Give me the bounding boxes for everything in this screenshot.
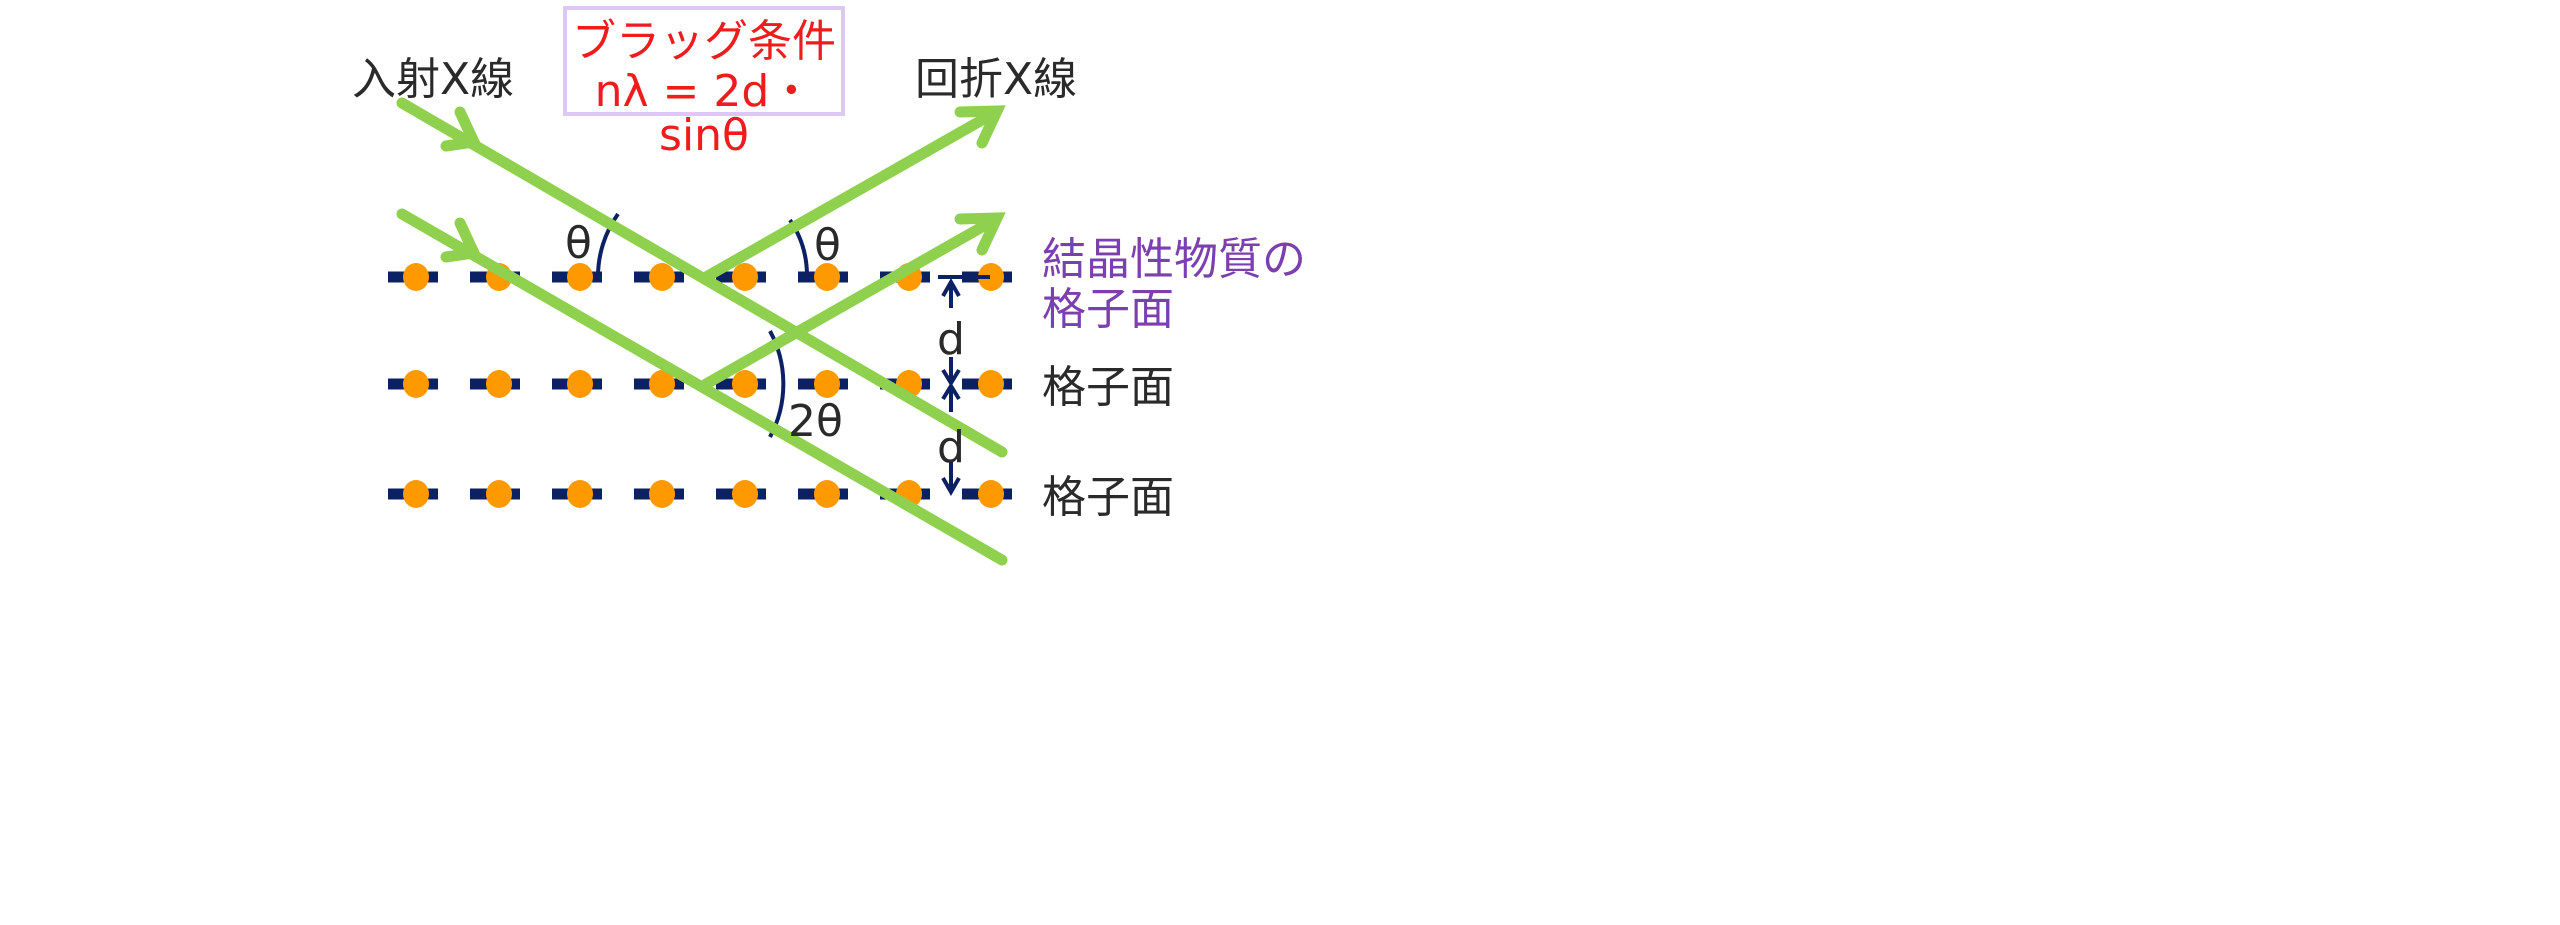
atom	[486, 480, 512, 508]
atom	[567, 370, 593, 398]
atom	[978, 263, 1004, 291]
atom	[649, 370, 675, 398]
atom	[978, 370, 1004, 398]
atom	[732, 480, 758, 508]
crystal-plane-label-2: 格子面	[1042, 284, 1174, 335]
atom	[403, 263, 429, 291]
atom	[649, 263, 675, 291]
atom	[567, 263, 593, 291]
diffracted-ray-1	[700, 106, 1002, 283]
atom	[732, 263, 758, 291]
bragg-heading: ブラッグ条件	[572, 16, 836, 67]
bragg-formula: nλ = 2d・sinθ	[594, 66, 814, 161]
plane-label-2: 格子面	[1042, 362, 1174, 413]
crystal-plane-label-1: 結晶性物質の	[1042, 234, 1306, 285]
theta-right-label: θ	[814, 220, 841, 271]
atom	[403, 370, 429, 398]
incident-arrow-2	[440, 217, 483, 263]
incident-arrow-1	[440, 106, 483, 152]
atom	[732, 370, 758, 398]
x-rays	[396, 97, 1008, 566]
diffracted-label: 回折X線	[915, 54, 1078, 105]
two-theta-label: 2θ	[788, 396, 843, 447]
atom	[814, 263, 840, 291]
atom	[814, 370, 840, 398]
plane-label-3: 格子面	[1042, 472, 1174, 523]
d-lower-label: d	[937, 422, 965, 473]
diffracted-arrow-1	[954, 105, 1006, 149]
atom	[978, 480, 1004, 508]
d-spacing-arrows	[938, 275, 990, 497]
theta-arc-left	[595, 212, 620, 278]
bragg-condition-box: ブラッグ条件 nλ = 2d・sinθ	[563, 6, 845, 158]
atom	[649, 480, 675, 508]
atom	[567, 480, 593, 508]
atom	[486, 370, 512, 398]
d-upper-label: d	[937, 314, 965, 365]
atom	[814, 480, 840, 508]
diffracted-ray-2	[700, 213, 1002, 390]
diffracted-arrow-2	[954, 212, 1006, 256]
theta-left-label: θ	[565, 218, 592, 269]
atom	[403, 480, 429, 508]
incident-label: 入射X線	[352, 54, 515, 105]
